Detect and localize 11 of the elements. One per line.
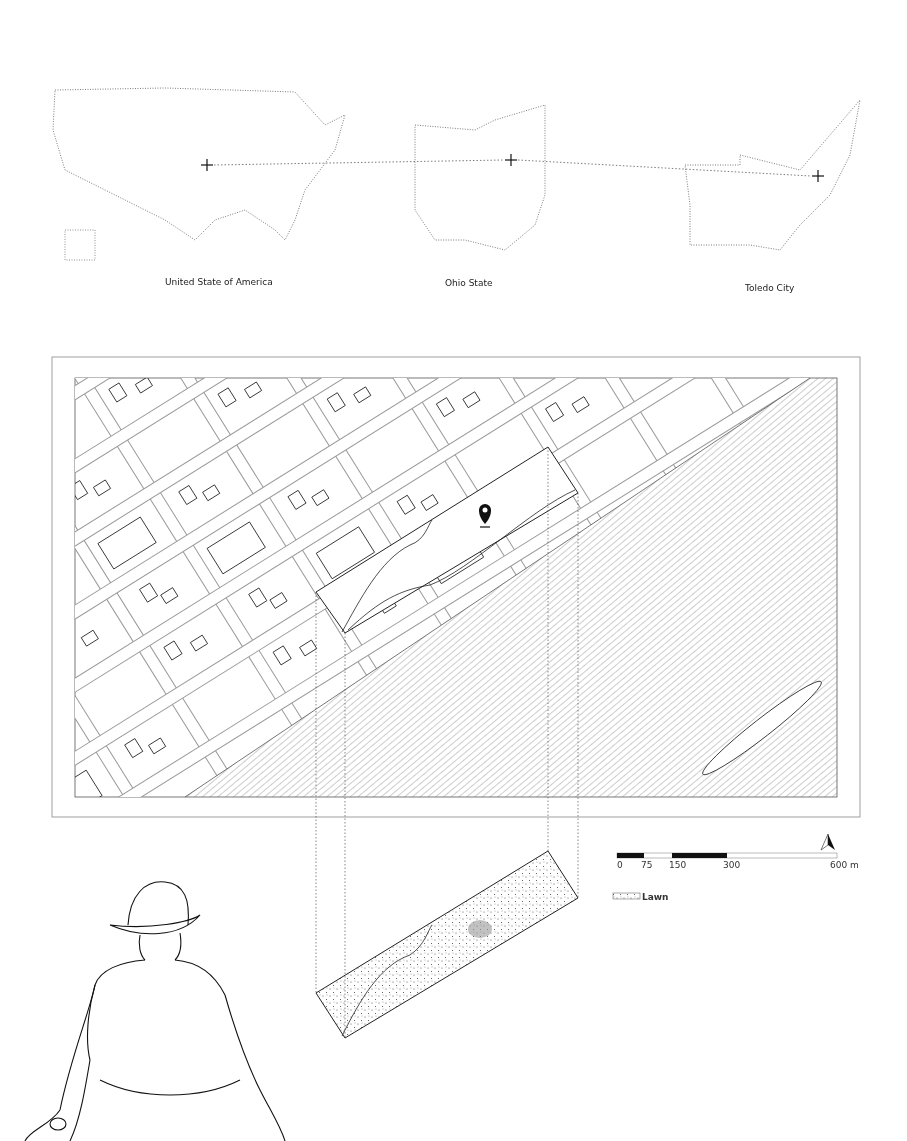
scale-label: 150	[669, 860, 687, 870]
map-label: United State of America	[165, 277, 273, 287]
scale-label: 300	[723, 860, 741, 870]
map-label: Toledo City	[745, 283, 795, 293]
scale-label: 0	[617, 860, 623, 870]
dotted-connector-line	[517, 159, 812, 177]
scale-label: 75	[641, 860, 653, 870]
dotted-connector-line	[213, 159, 505, 166]
legend-label: Lawn	[642, 892, 669, 902]
scale-label: 600 m	[830, 860, 859, 870]
map-label: Ohio State	[445, 278, 493, 288]
